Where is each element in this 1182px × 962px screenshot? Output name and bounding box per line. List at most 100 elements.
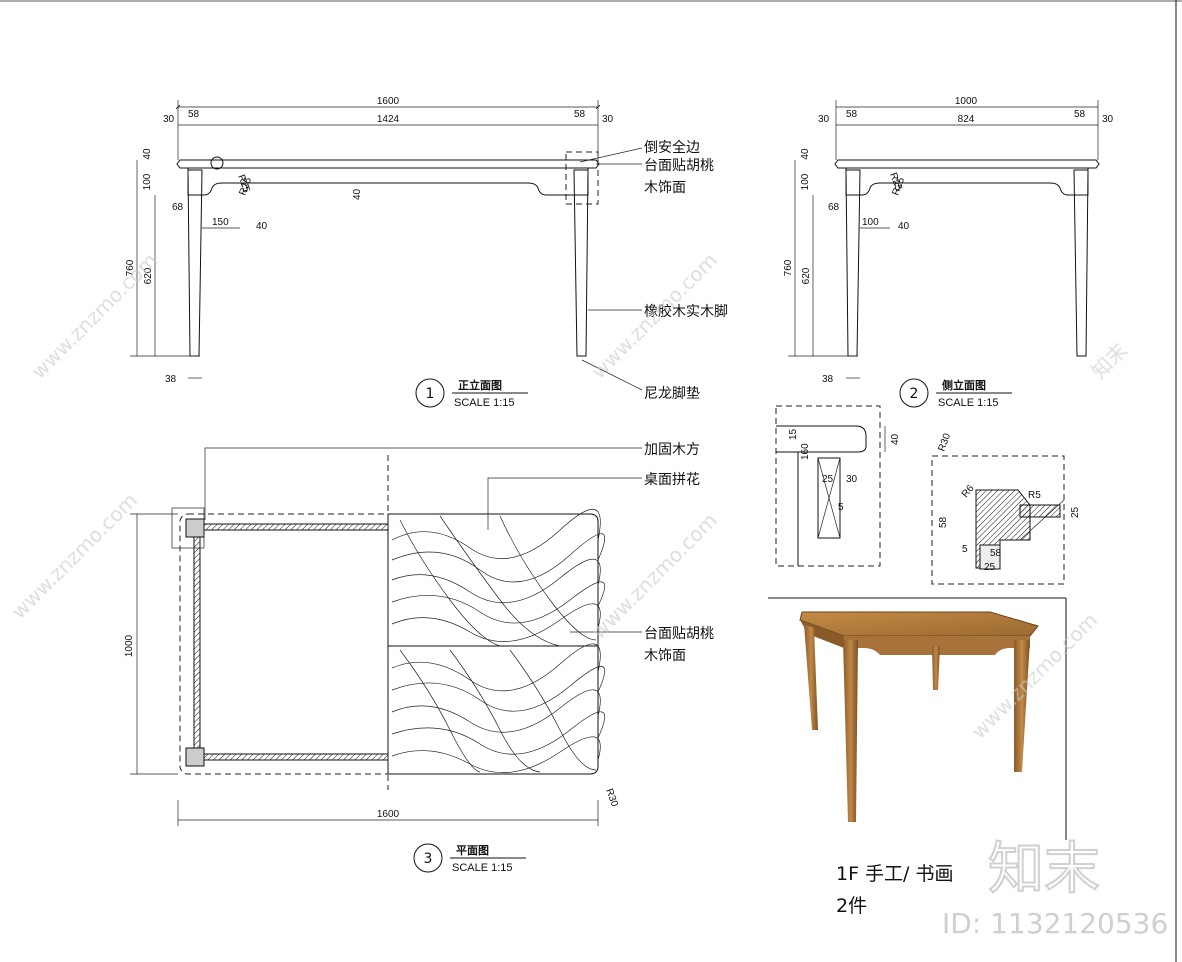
detail-a-dim-160: 160 xyxy=(800,443,811,460)
view-title-1: 正立面图 xyxy=(458,378,502,392)
callout-reinforce: 加固木方 xyxy=(644,442,700,458)
side-elevation: 1000 824 30 58 58 30 760 620 40 100 68 1… xyxy=(783,96,1114,409)
detail-b-25a: 25 xyxy=(1070,506,1081,518)
photo-caption-line2: 2件 xyxy=(836,895,867,917)
view-scale-2: SCALE 1:15 xyxy=(938,397,999,409)
detail-b-diag xyxy=(1019,499,1065,541)
view-number-1: 1 xyxy=(426,386,435,402)
detail-a-dim-15: 15 xyxy=(788,428,799,440)
dim-front-leg-left: 58 xyxy=(188,109,200,120)
dim-plan-radius: R30 xyxy=(603,787,620,808)
dim-side-edge-right: 30 xyxy=(1102,114,1114,125)
dim-front-total-h: 760 xyxy=(125,259,136,276)
dim-front-apron: 100 xyxy=(142,173,153,190)
front-apron xyxy=(187,168,589,196)
dim-side-span: 824 xyxy=(958,114,975,125)
plan-parquet-area xyxy=(387,513,599,775)
dim-front-top-thk: 40 xyxy=(142,148,153,160)
plan-wood-grain xyxy=(391,509,606,773)
photo-leg-back-right xyxy=(932,646,940,690)
view-scale-3: SCALE 1:15 xyxy=(452,862,513,874)
view-number-circle-1 xyxy=(415,378,445,408)
callout-veneer-1: 台面贴胡桃 xyxy=(644,158,714,174)
view-number-circle-3 xyxy=(413,843,443,873)
view-title-3: 平面图 xyxy=(456,844,489,857)
dim-side-leg-off: 68 xyxy=(828,202,840,213)
dim-side-apron: 100 xyxy=(800,173,811,190)
dim-side-leg-h: 620 xyxy=(801,267,812,284)
detail-a-cross2 xyxy=(817,457,841,539)
detail-b-r6: R6 xyxy=(960,483,977,500)
watermark-site-4: www.znzmo.com xyxy=(587,508,723,644)
photo-leg-front-left xyxy=(843,640,858,822)
view-number-circle-2 xyxy=(899,378,929,408)
detail-a-frame xyxy=(775,405,881,567)
dim-front-curve: 150 xyxy=(212,217,229,228)
detail-b-r30: R30 xyxy=(936,432,953,453)
side-tabletop xyxy=(834,159,1100,169)
dim-front-curve-b: 40 xyxy=(256,221,268,232)
dim-front-total: 1600 xyxy=(377,96,400,107)
detail-b-58a: 58 xyxy=(938,516,949,528)
detail-a-apron xyxy=(817,457,841,539)
detail-box-front xyxy=(565,151,599,205)
dim-side-leg-right: 58 xyxy=(1074,109,1086,120)
dim-front-edge-right: 30 xyxy=(602,114,614,125)
watermark-site-3: www.znzmo.com xyxy=(7,488,143,624)
dim-front-edge-left: 30 xyxy=(163,114,175,125)
detail-a-dim-5: 5 xyxy=(838,502,844,513)
view-scale-1: SCALE 1:15 xyxy=(454,397,515,409)
product-photo-area: 1F 手工/ 书画 2件 xyxy=(768,597,1067,917)
dim-side-leg-w: 38 xyxy=(822,374,834,385)
dim-side-total-h: 760 xyxy=(783,259,794,276)
detail-a-dim-40: 40 xyxy=(890,433,901,445)
leader-pad xyxy=(581,359,643,391)
plan-detail-box xyxy=(171,507,205,549)
detail-a-dim-30: 30 xyxy=(846,474,858,485)
detail-b-frame xyxy=(931,455,1065,585)
dim-side-top-thk: 40 xyxy=(800,148,811,160)
photo-leg-front-right xyxy=(1014,640,1030,772)
callout-leg: 橡胶木实木脚 xyxy=(644,303,728,320)
detail-b: R30 R6 25 58 5 58 25 R5 xyxy=(931,432,1081,585)
watermark-logo: 知末 xyxy=(988,837,1100,902)
detail-b-25b: 25 xyxy=(984,562,996,573)
watermark-id: ID: 1132120536 xyxy=(942,907,1168,940)
photo-caption-line1: 1F 手工/ 书画 xyxy=(836,863,954,885)
detail-b-leg xyxy=(979,544,1001,570)
view-number-3: 3 xyxy=(424,851,433,867)
dim-front-leg-off: 68 xyxy=(172,202,184,213)
plan-leg-bottom xyxy=(185,747,205,767)
dim-front-span: 1424 xyxy=(377,114,400,125)
callout-pad: 尼龙脚垫 xyxy=(644,386,700,402)
callout-plan-veneer-1: 台面贴胡桃 xyxy=(644,626,714,642)
side-leg-left xyxy=(845,169,861,357)
table-photo xyxy=(799,611,1039,822)
callout-plan-veneer-2: 木饰面 xyxy=(644,648,686,664)
callout-parquet: 桌面拼花 xyxy=(644,472,700,488)
dim-side-curve: 100 xyxy=(862,217,879,228)
photo-leg-back-left xyxy=(804,624,818,730)
dim-side-leg-left: 58 xyxy=(846,109,858,120)
view-number-2: 2 xyxy=(910,386,919,402)
dim-plan-width: 1600 xyxy=(377,809,400,820)
plan-leg-top xyxy=(185,518,205,538)
leader-edge xyxy=(579,147,643,163)
view-title-2: 侧立面图 xyxy=(942,378,986,392)
side-apron xyxy=(845,168,1089,196)
watermark-brand-1: 知末 xyxy=(1087,338,1132,383)
plan-view: 1600 1000 R30 加固木方 桌面拼花 台面贴胡桃 木饰面 3 平面图 … xyxy=(124,442,714,874)
plan-reinforce-frame xyxy=(193,523,389,761)
leader-reinforce xyxy=(204,447,642,520)
detail-b-5: 5 xyxy=(962,544,968,555)
front-tabletop xyxy=(176,159,600,169)
detail-a-dim-25: 25 xyxy=(822,474,834,485)
front-elevation: 1600 1424 30 58 58 30 760 620 40 100 68 … xyxy=(125,96,728,409)
photo-apron-front xyxy=(844,636,1030,655)
dim-side-curve-b: 40 xyxy=(898,221,910,232)
detail-b-r5: R5 xyxy=(1028,490,1041,501)
dim-side-edge-left: 30 xyxy=(818,114,830,125)
dim-front-leg-h: 620 xyxy=(143,267,154,284)
front-leg-left xyxy=(187,169,203,357)
